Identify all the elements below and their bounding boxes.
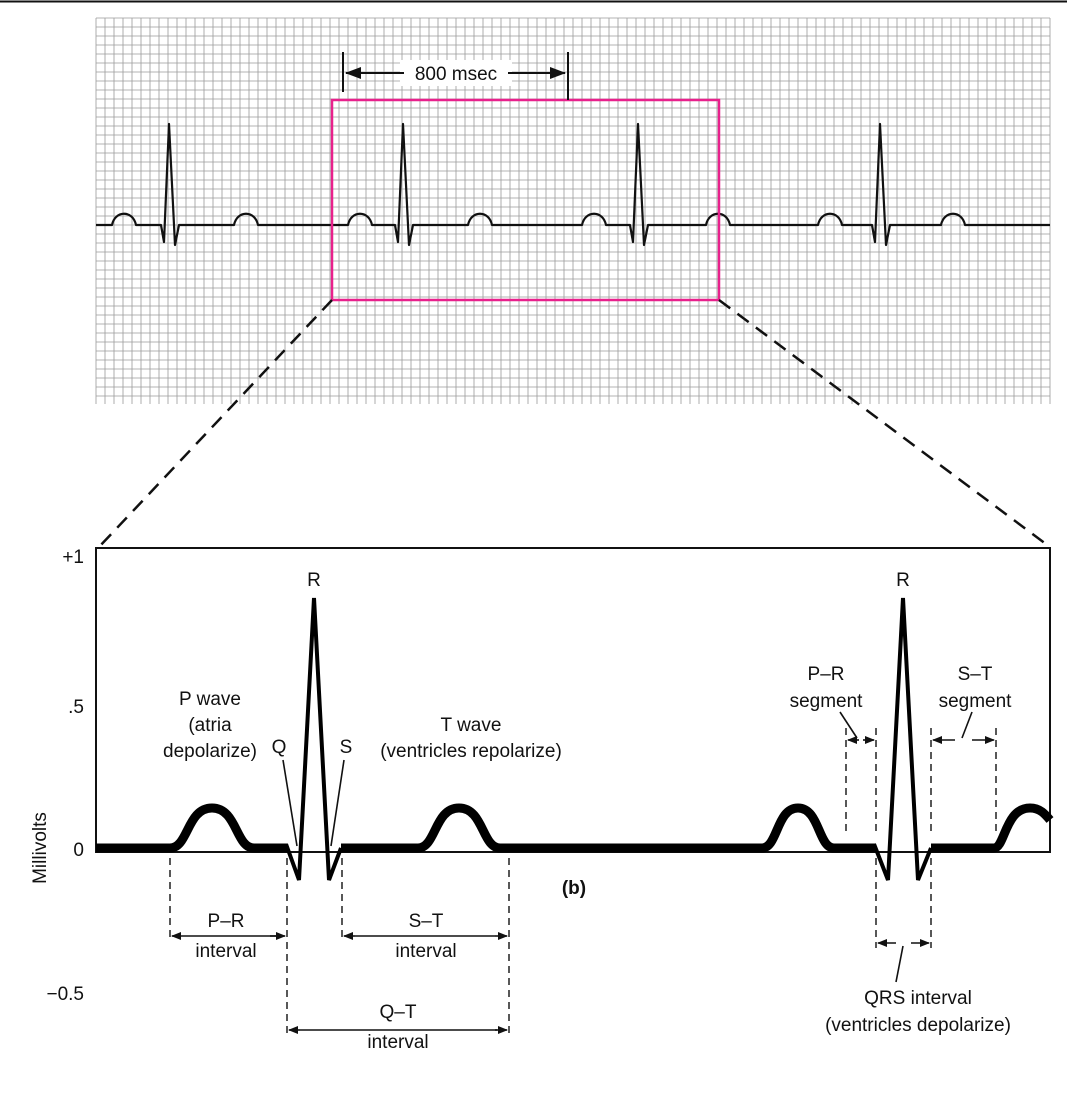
- detail-panel: +1 .5 0 −0.5 Millivolts R R Q S P wave (…: [30, 547, 1054, 1053]
- qt-interval: Q–T interval: [288, 1002, 508, 1053]
- y-axis-label: Millivolts: [30, 812, 51, 884]
- s-pointer: [330, 759, 345, 847]
- qrs-complex-1: [284, 597, 343, 881]
- svg-text:interval: interval: [195, 941, 256, 962]
- q-pointer: [282, 759, 298, 847]
- detail-trace: [96, 803, 1054, 853]
- p-wave-label: P wave (atria depolarize): [163, 689, 257, 762]
- svg-text:S–T: S–T: [958, 664, 993, 685]
- svg-text:(atria: (atria: [188, 715, 232, 736]
- interval-label: 800 msec: [415, 64, 497, 85]
- figure-caption: (b): [562, 878, 586, 899]
- ecg-strip: 800 msec: [95, 17, 1051, 404]
- tick-half: .5: [68, 697, 84, 718]
- tick-plus-1: +1: [62, 547, 84, 568]
- tick-zero: 0: [73, 840, 84, 861]
- r-label-1: R: [307, 570, 321, 591]
- svg-text:segment: segment: [790, 691, 864, 712]
- svg-text:P–R: P–R: [808, 664, 845, 685]
- svg-text:(ventricles repolarize): (ventricles repolarize): [380, 741, 562, 762]
- t-wave-label: T wave (ventricles repolarize): [380, 715, 562, 762]
- svg-text:interval: interval: [395, 941, 456, 962]
- svg-text:interval: interval: [367, 1032, 428, 1053]
- qrs-interval: QRS interval (ventricles depolarize): [825, 858, 1011, 1036]
- interval-bracket: 800 msec: [342, 52, 569, 100]
- svg-text:depolarize): depolarize): [163, 741, 257, 762]
- st-interval: S–T interval: [341, 858, 510, 1035]
- svg-text:(ventricles depolarize): (ventricles depolarize): [825, 1015, 1011, 1036]
- strip-trace: [96, 122, 1050, 247]
- svg-text:P–R: P–R: [208, 911, 245, 932]
- st-segment-label: S–T segment: [930, 664, 1013, 831]
- tick-minus-half: −0.5: [46, 984, 84, 1005]
- qrs-complex-2: [872, 597, 933, 881]
- pr-segment-label: P–R segment: [790, 664, 877, 831]
- zoom-line-left: [98, 299, 333, 548]
- highlight-box: [330, 98, 721, 302]
- svg-text:segment: segment: [939, 691, 1013, 712]
- pr-interval: P–R interval: [169, 858, 288, 1035]
- svg-text:QRS interval: QRS interval: [864, 988, 972, 1009]
- r-label-2: R: [896, 570, 910, 591]
- svg-text:Q–T: Q–T: [380, 1002, 417, 1023]
- svg-text:T wave: T wave: [441, 715, 502, 736]
- svg-text:P wave: P wave: [179, 689, 241, 710]
- ecg-grid: [95, 17, 1051, 404]
- q-label: Q: [272, 737, 287, 758]
- svg-text:S–T: S–T: [409, 911, 444, 932]
- s-label: S: [340, 737, 353, 758]
